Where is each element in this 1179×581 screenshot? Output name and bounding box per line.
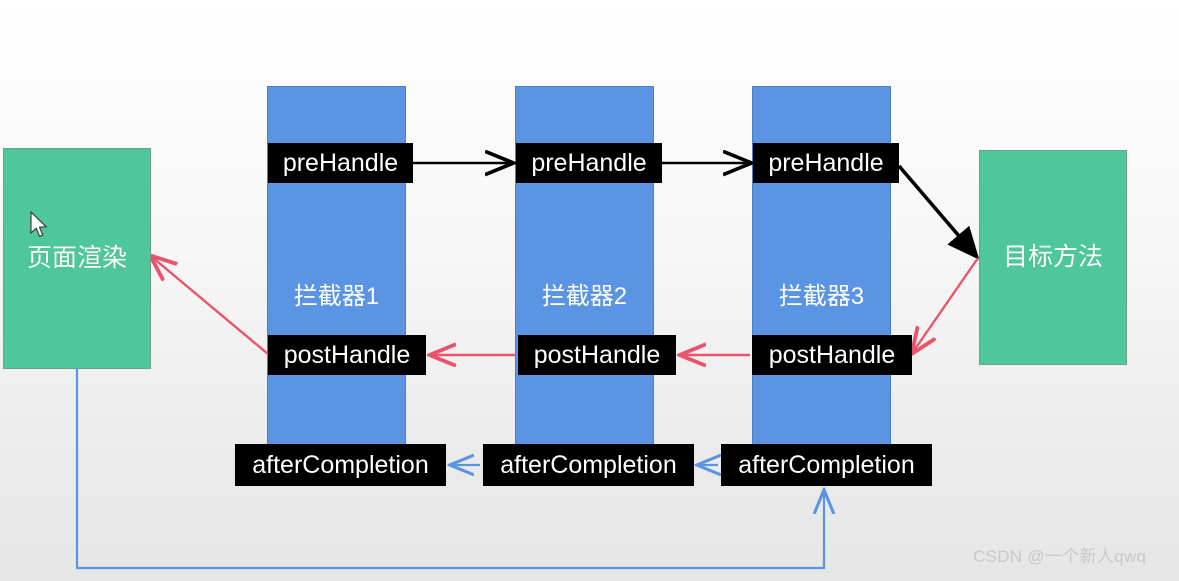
aftercompletion-box-2[interactable]: afterCompletion	[483, 444, 694, 486]
prehandle-box-1[interactable]: preHandle	[268, 143, 413, 183]
arrow-posthandle-1-to-page-render	[152, 257, 269, 355]
prehandle-box-3[interactable]: preHandle	[753, 143, 899, 183]
target-method-label: 目标方法	[1002, 243, 1103, 271]
interceptor-3-name: 拦截器3	[778, 283, 865, 310]
csdn-watermark: CSDN @一个新人qwq	[973, 547, 1147, 566]
prehandle-box-2[interactable]: preHandle	[516, 143, 662, 183]
posthandle-box-2[interactable]: postHandle	[518, 335, 676, 375]
page-render-label: 页面渲染	[26, 244, 127, 272]
interceptor-column-1	[267, 86, 406, 445]
posthandle-box-1[interactable]: postHandle	[268, 335, 426, 375]
interceptor-column-2	[515, 86, 654, 445]
aftercompletion-box-3[interactable]: afterCompletion	[721, 444, 932, 486]
interceptor-1-name: 拦截器1	[293, 283, 380, 310]
arrow-target-to-posthandle-3	[913, 257, 979, 352]
arrow-prehandle-3-to-target	[897, 164, 980, 260]
arrow-page-render-to-aftercompletion-3	[75, 369, 824, 570]
aftercompletion-box-1[interactable]: afterCompletion	[235, 444, 446, 486]
page-render-box[interactable]: 页面渲染	[3, 148, 151, 369]
interceptor-2-name: 拦截器2	[541, 283, 628, 310]
posthandle-box-3[interactable]: postHandle	[752, 335, 912, 375]
interceptor-column-3	[752, 86, 891, 445]
target-method-box[interactable]: 目标方法	[979, 150, 1127, 365]
